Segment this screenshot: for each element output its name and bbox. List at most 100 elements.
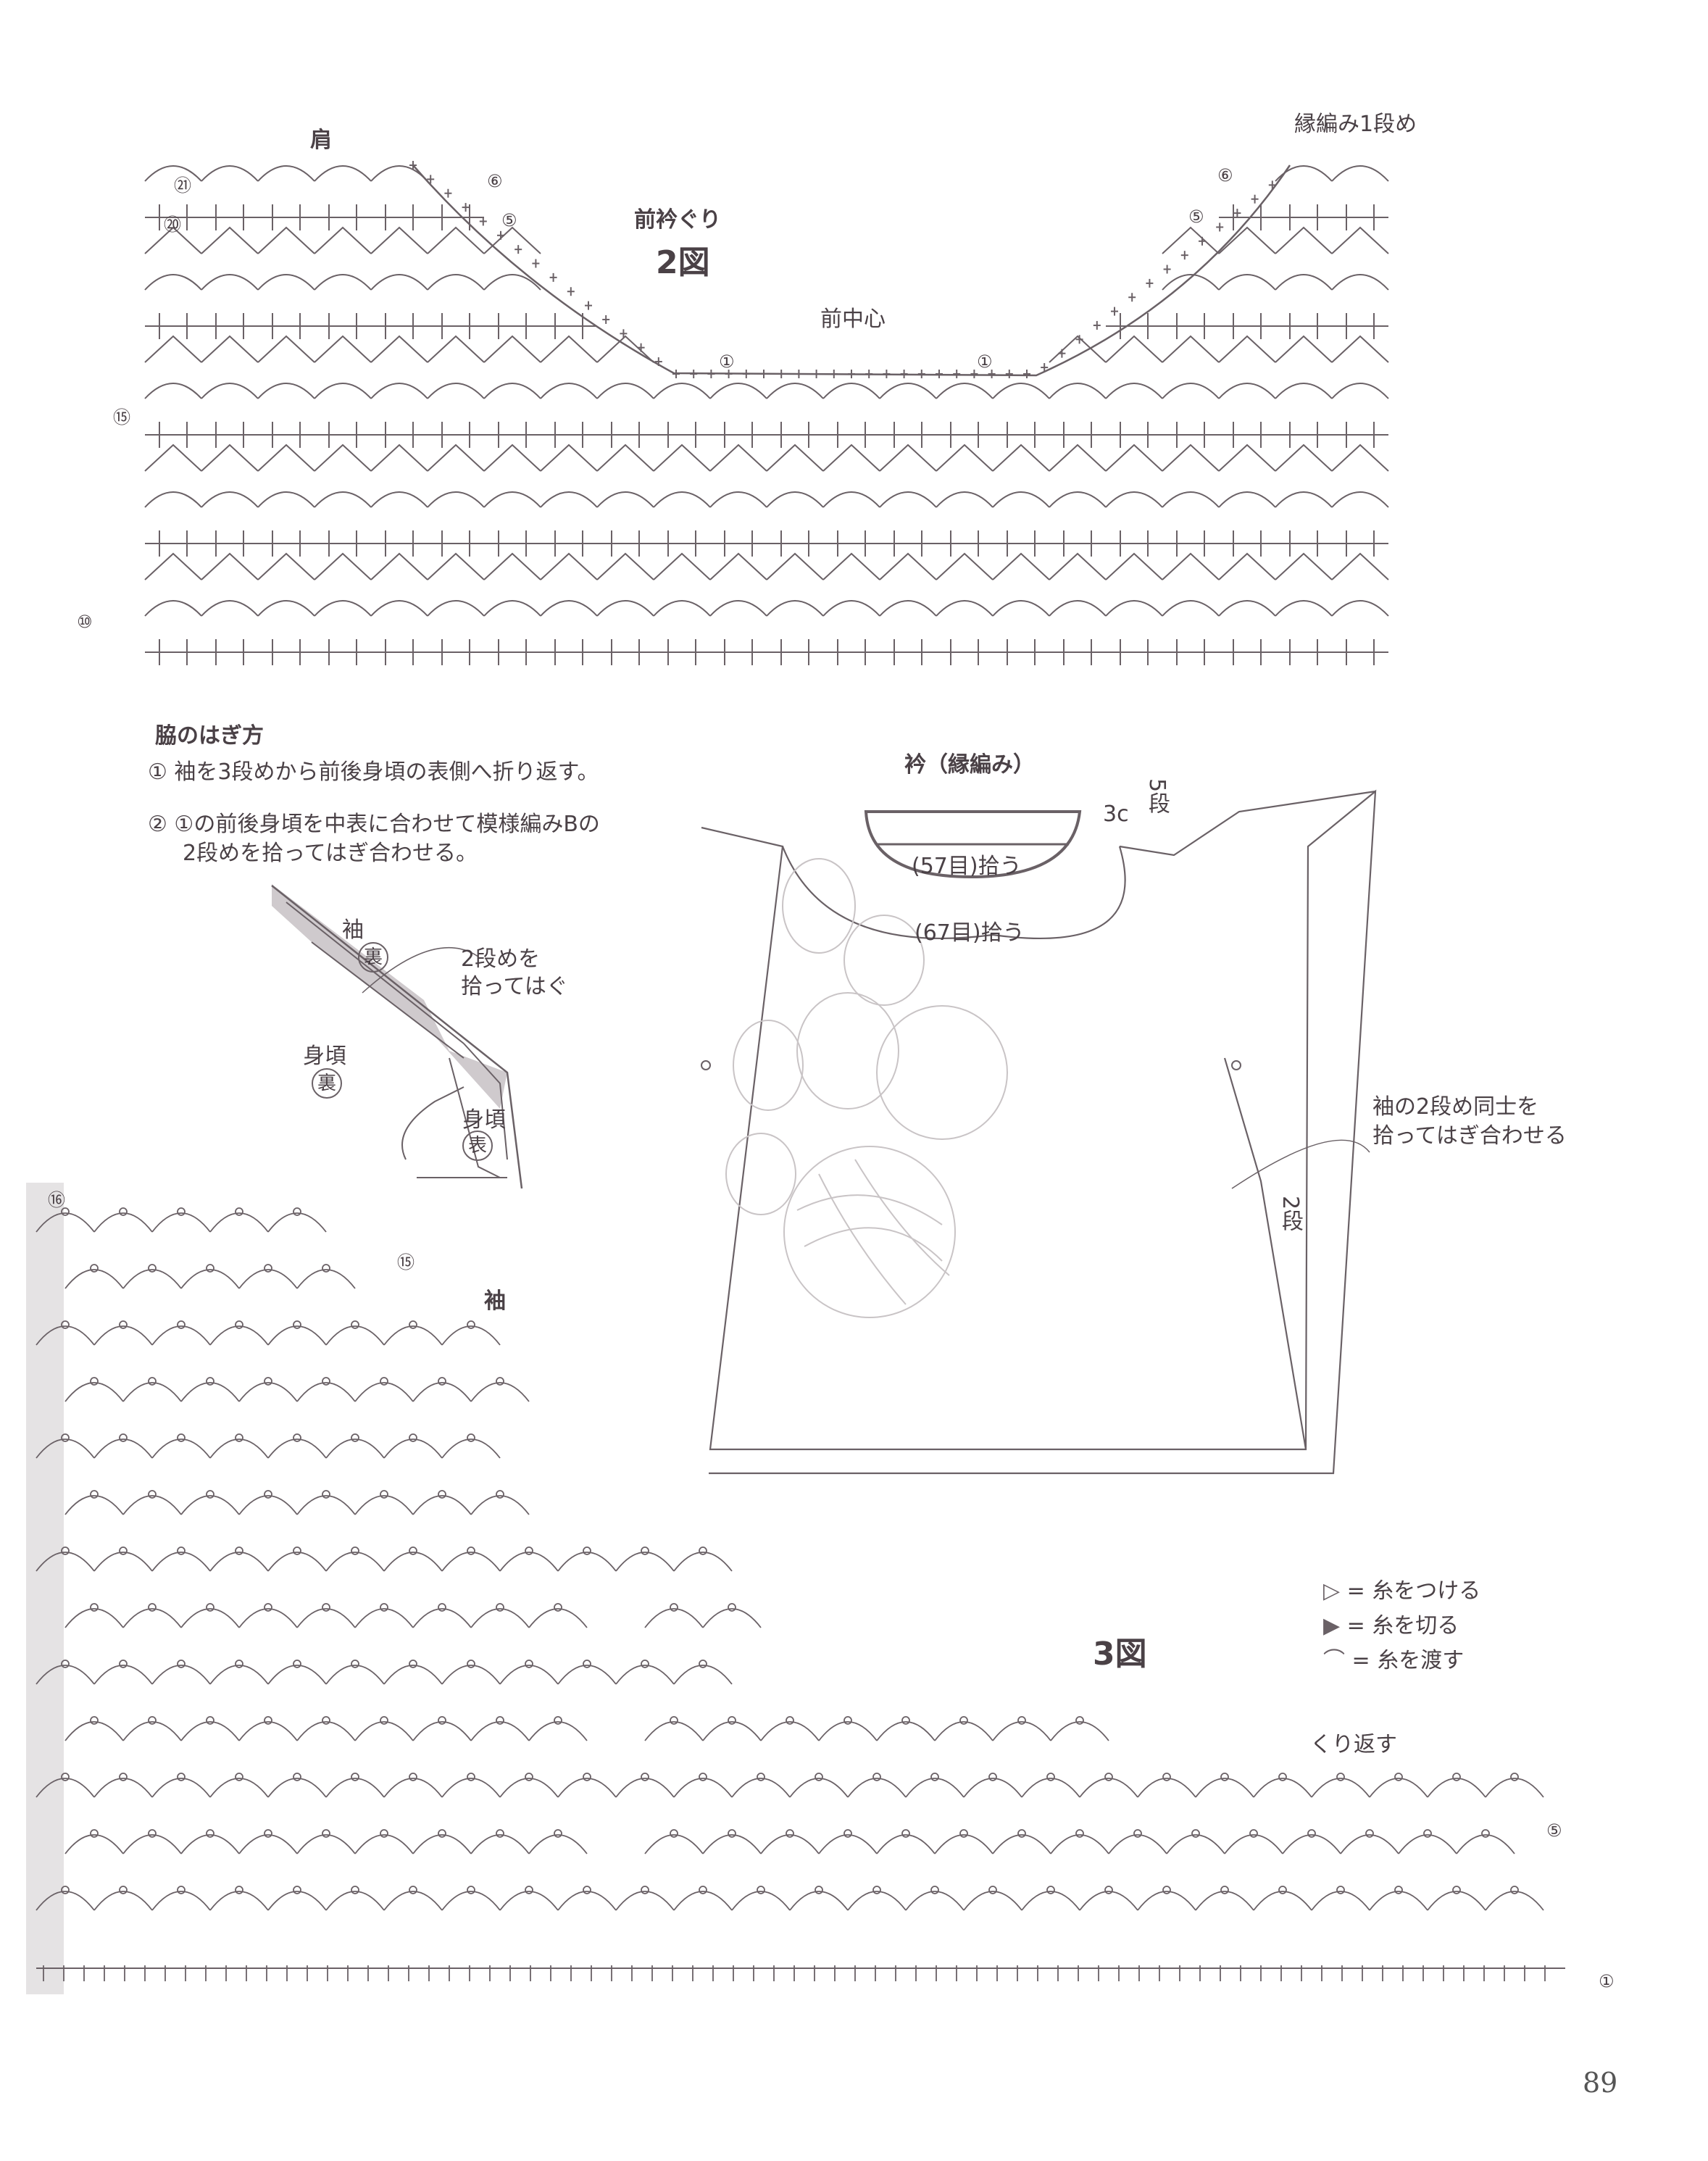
picot <box>815 1886 823 1894</box>
picot <box>206 1377 214 1386</box>
sleeve-arch <box>209 1325 269 1346</box>
stitch-arch <box>1331 165 1389 182</box>
sleeve-arch <box>93 1212 153 1233</box>
stitch-fan <box>427 444 485 472</box>
sleeve-arch <box>905 1778 965 1798</box>
stitch-arch <box>314 600 372 617</box>
sleeve-arch <box>1079 1778 1138 1798</box>
sleeve-arch <box>557 1778 617 1798</box>
sleeve-arch <box>122 1834 182 1854</box>
picot <box>583 1886 591 1894</box>
side-join-heading: 脇のはぎ方 <box>155 723 264 749</box>
stitch-fan <box>427 335 485 363</box>
picot <box>496 1490 504 1499</box>
sleeve-arch <box>1137 1891 1196 1911</box>
side-join-sleeve-wrong-badge: 裏 <box>358 942 388 973</box>
picot <box>351 1660 359 1668</box>
sleeve-arch <box>557 1665 617 1685</box>
sleeve-arch <box>847 1778 907 1798</box>
sleeve-arch <box>325 1665 385 1685</box>
stitch-arch <box>1049 600 1107 617</box>
sleeve-arch <box>180 1495 240 1515</box>
picot <box>1133 1829 1142 1838</box>
stitch-fan <box>370 226 428 254</box>
fig2-row-10: ⑩ <box>77 612 93 632</box>
sleeve-arch <box>64 1382 124 1402</box>
picot <box>264 1490 272 1499</box>
sleeve-arch <box>1398 1834 1457 1854</box>
sleeve-arch <box>412 1495 472 1515</box>
picot <box>119 1207 128 1216</box>
picot <box>90 1603 99 1612</box>
sleeve-arch <box>1253 1778 1312 1798</box>
stitch-fan <box>1331 444 1389 472</box>
stitch-fan <box>201 552 259 580</box>
sleeve-arch <box>151 1891 211 1911</box>
sleeve-arch <box>64 1608 124 1628</box>
stitch-arch <box>653 383 711 399</box>
side-join-body-right-badge: 表 <box>462 1131 493 1161</box>
stitch-fan <box>879 444 937 472</box>
picot <box>1336 1886 1345 1894</box>
picot <box>786 1716 794 1725</box>
stitch-fan <box>1105 552 1163 580</box>
picot <box>1162 1773 1171 1781</box>
stitch-fan <box>596 335 654 363</box>
sleeve-arch <box>644 1608 704 1628</box>
sleeve-arch <box>267 1438 327 1459</box>
stitch-fan <box>1049 444 1107 472</box>
stitch-arch <box>427 491 485 508</box>
fig2-title: 前衿ぐり <box>634 207 721 233</box>
stitch-arch <box>879 491 937 508</box>
stitch-fan <box>1331 226 1389 254</box>
picot <box>61 1433 70 1442</box>
side-join-body-label: 身頃 <box>303 1044 346 1069</box>
sleeve-arch <box>1195 1891 1254 1911</box>
stitch-arch <box>1162 600 1220 617</box>
picot <box>351 1433 359 1442</box>
picot <box>641 1546 649 1555</box>
picot <box>554 1829 562 1838</box>
stitch-fan <box>992 552 1050 580</box>
sleeve-arch <box>760 1721 820 1741</box>
stitch-fan <box>314 444 372 472</box>
stitch-arch <box>879 383 937 399</box>
stitch-arch <box>766 600 824 617</box>
picot <box>293 1773 301 1781</box>
picot <box>409 1320 417 1329</box>
picot <box>1162 1886 1171 1894</box>
stitch-arch <box>936 600 993 617</box>
stitch-arch <box>822 600 880 617</box>
sleeve-arch <box>93 1778 153 1798</box>
stitch-arch <box>879 600 937 617</box>
picot <box>699 1546 707 1555</box>
legend-cut-yarn: ▶ = 糸を切る <box>1323 1613 1459 1639</box>
picot <box>583 1660 591 1668</box>
sleeve-arch <box>151 1325 211 1346</box>
collar-width-label: 3c <box>1103 801 1129 827</box>
sleeve-arch <box>557 1552 617 1572</box>
picot <box>380 1716 388 1725</box>
sleeve-arch <box>383 1325 443 1346</box>
sleeve-arch <box>354 1382 414 1402</box>
picot <box>148 1377 157 1386</box>
picot <box>206 1829 214 1838</box>
sleeve-arch <box>963 1891 1022 1911</box>
stitch-fan <box>483 444 541 472</box>
sleeve-arch <box>470 1721 530 1741</box>
sleeve-arch <box>1456 1834 1515 1854</box>
picot <box>1423 1829 1432 1838</box>
sleeve-arch <box>36 1778 95 1798</box>
sleeve-arch <box>1340 1834 1399 1854</box>
sleeve-arch <box>151 1778 211 1798</box>
sleeve-arch <box>383 1891 443 1911</box>
stitch-arch <box>144 274 202 291</box>
picot <box>90 1377 99 1386</box>
picot <box>583 1546 591 1555</box>
stitch-arch <box>1162 274 1220 291</box>
stitch-arch <box>483 491 541 508</box>
sleeve-arch <box>1021 1891 1080 1911</box>
sleeve-arch <box>1166 1834 1225 1854</box>
picot <box>119 1773 128 1781</box>
picot <box>380 1377 388 1386</box>
